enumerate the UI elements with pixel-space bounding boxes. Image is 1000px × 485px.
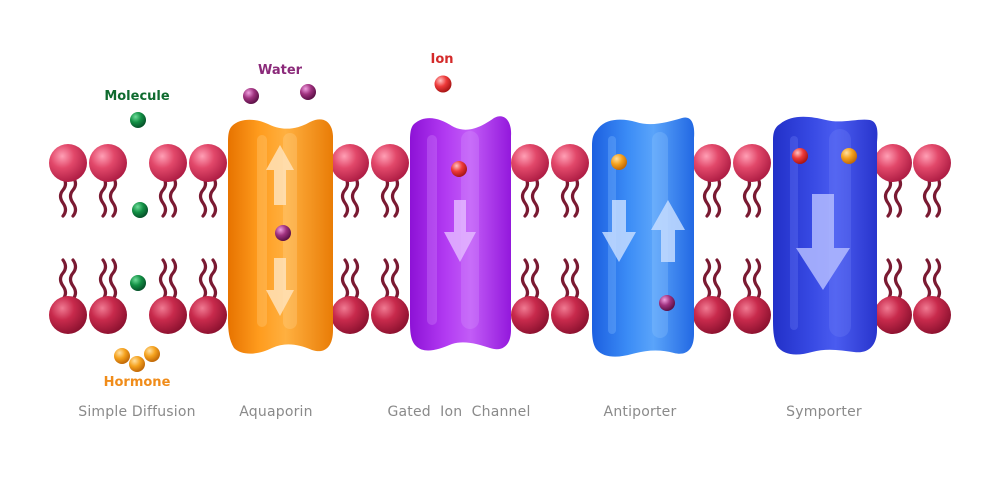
lipid-tail (380, 258, 400, 301)
molecule-label: Molecule (104, 89, 170, 104)
down-arrow-icon (796, 194, 850, 290)
phospholipid-bilayer (49, 144, 951, 334)
hormone-particle (841, 148, 857, 164)
lipid-head-upper (49, 144, 87, 182)
lipid-tail (158, 175, 178, 218)
molecule-particles (130, 112, 148, 291)
caption-antiporter: Antiporter (603, 404, 677, 420)
lipid-tail (98, 258, 118, 301)
lipid-tail (742, 175, 762, 218)
water-particle (300, 84, 316, 100)
water-particle (659, 295, 675, 311)
lipid-head-lower (511, 296, 549, 334)
lipid-head-upper (913, 144, 951, 182)
lipid-head-upper (371, 144, 409, 182)
up-arrow-icon (651, 200, 685, 262)
water-particle (275, 225, 291, 241)
lipid-head-upper (511, 144, 549, 182)
lipid-head-upper (89, 144, 127, 182)
down-arrow-icon (444, 200, 476, 262)
hormone-particle (611, 154, 627, 170)
lipid-head-lower (693, 296, 731, 334)
ion-particles (434, 75, 808, 177)
lipid-head-lower (149, 296, 187, 334)
lipid-tail (198, 258, 218, 301)
lipid-head-upper (874, 144, 912, 182)
lipid-head-upper (331, 144, 369, 182)
water-particles (243, 84, 675, 311)
antiporter-protein (592, 117, 695, 357)
lipid-head-upper (189, 144, 227, 182)
hormone-particles (114, 148, 857, 372)
lipid-tail (340, 175, 360, 218)
down-arrow-icon (266, 258, 294, 316)
lipid-tail (742, 258, 762, 301)
lipid-tail (58, 175, 78, 218)
water-label: Water (257, 63, 303, 78)
lipid-head-lower (551, 296, 589, 334)
ion-particle (451, 161, 467, 177)
lipid-tail (922, 175, 942, 218)
hormone-particle (114, 348, 130, 364)
water-particle (243, 88, 259, 104)
ion-label: Ion (430, 52, 454, 67)
caption-aquaporin: Aquaporin (239, 404, 313, 420)
lipid-tail (560, 258, 580, 301)
symporter-protein (773, 116, 878, 355)
lipid-head-lower (733, 296, 771, 334)
molecule-particle (130, 275, 146, 291)
lipid-head-upper (551, 144, 589, 182)
lipid-head-lower (89, 296, 127, 334)
lipid-tail (158, 258, 178, 301)
molecule-particle (130, 112, 146, 128)
lipid-tail (380, 175, 400, 218)
lipid-head-lower (49, 296, 87, 334)
lipid-tail (58, 258, 78, 301)
hormone-particle (144, 346, 160, 362)
lipid-tail (98, 175, 118, 218)
lipid-head-upper (149, 144, 187, 182)
lipid-tail (340, 258, 360, 301)
hormone-particle (129, 356, 145, 372)
lipid-head-lower (331, 296, 369, 334)
lipid-tail (702, 258, 722, 301)
gated-ion-channel-protein (410, 116, 512, 351)
caption-symporter: Symporter (786, 404, 862, 420)
lipid-head-upper (693, 144, 731, 182)
caption-simple-diffusion: Simple Diffusion (78, 404, 196, 420)
lipid-tail (922, 258, 942, 301)
caption-gated-ion-channel: Gated Ion Channel (387, 404, 531, 420)
hormone-label: Hormone (103, 375, 171, 390)
lipid-tail (883, 175, 903, 218)
lipid-head-lower (371, 296, 409, 334)
lipid-tail (702, 175, 722, 218)
lipid-tail (198, 175, 218, 218)
down-arrow-icon (602, 200, 636, 262)
ion-particle (434, 75, 452, 93)
lipid-tail (560, 175, 580, 218)
ion-particle (792, 148, 808, 164)
lipid-tail (520, 258, 540, 301)
lipid-tail (883, 258, 903, 301)
up-arrow-icon (266, 145, 294, 205)
lipid-head-lower (189, 296, 227, 334)
lipid-head-lower (874, 296, 912, 334)
molecule-particle (132, 202, 148, 218)
lipid-head-upper (733, 144, 771, 182)
lipid-head-lower (913, 296, 951, 334)
lipid-tail (520, 175, 540, 218)
